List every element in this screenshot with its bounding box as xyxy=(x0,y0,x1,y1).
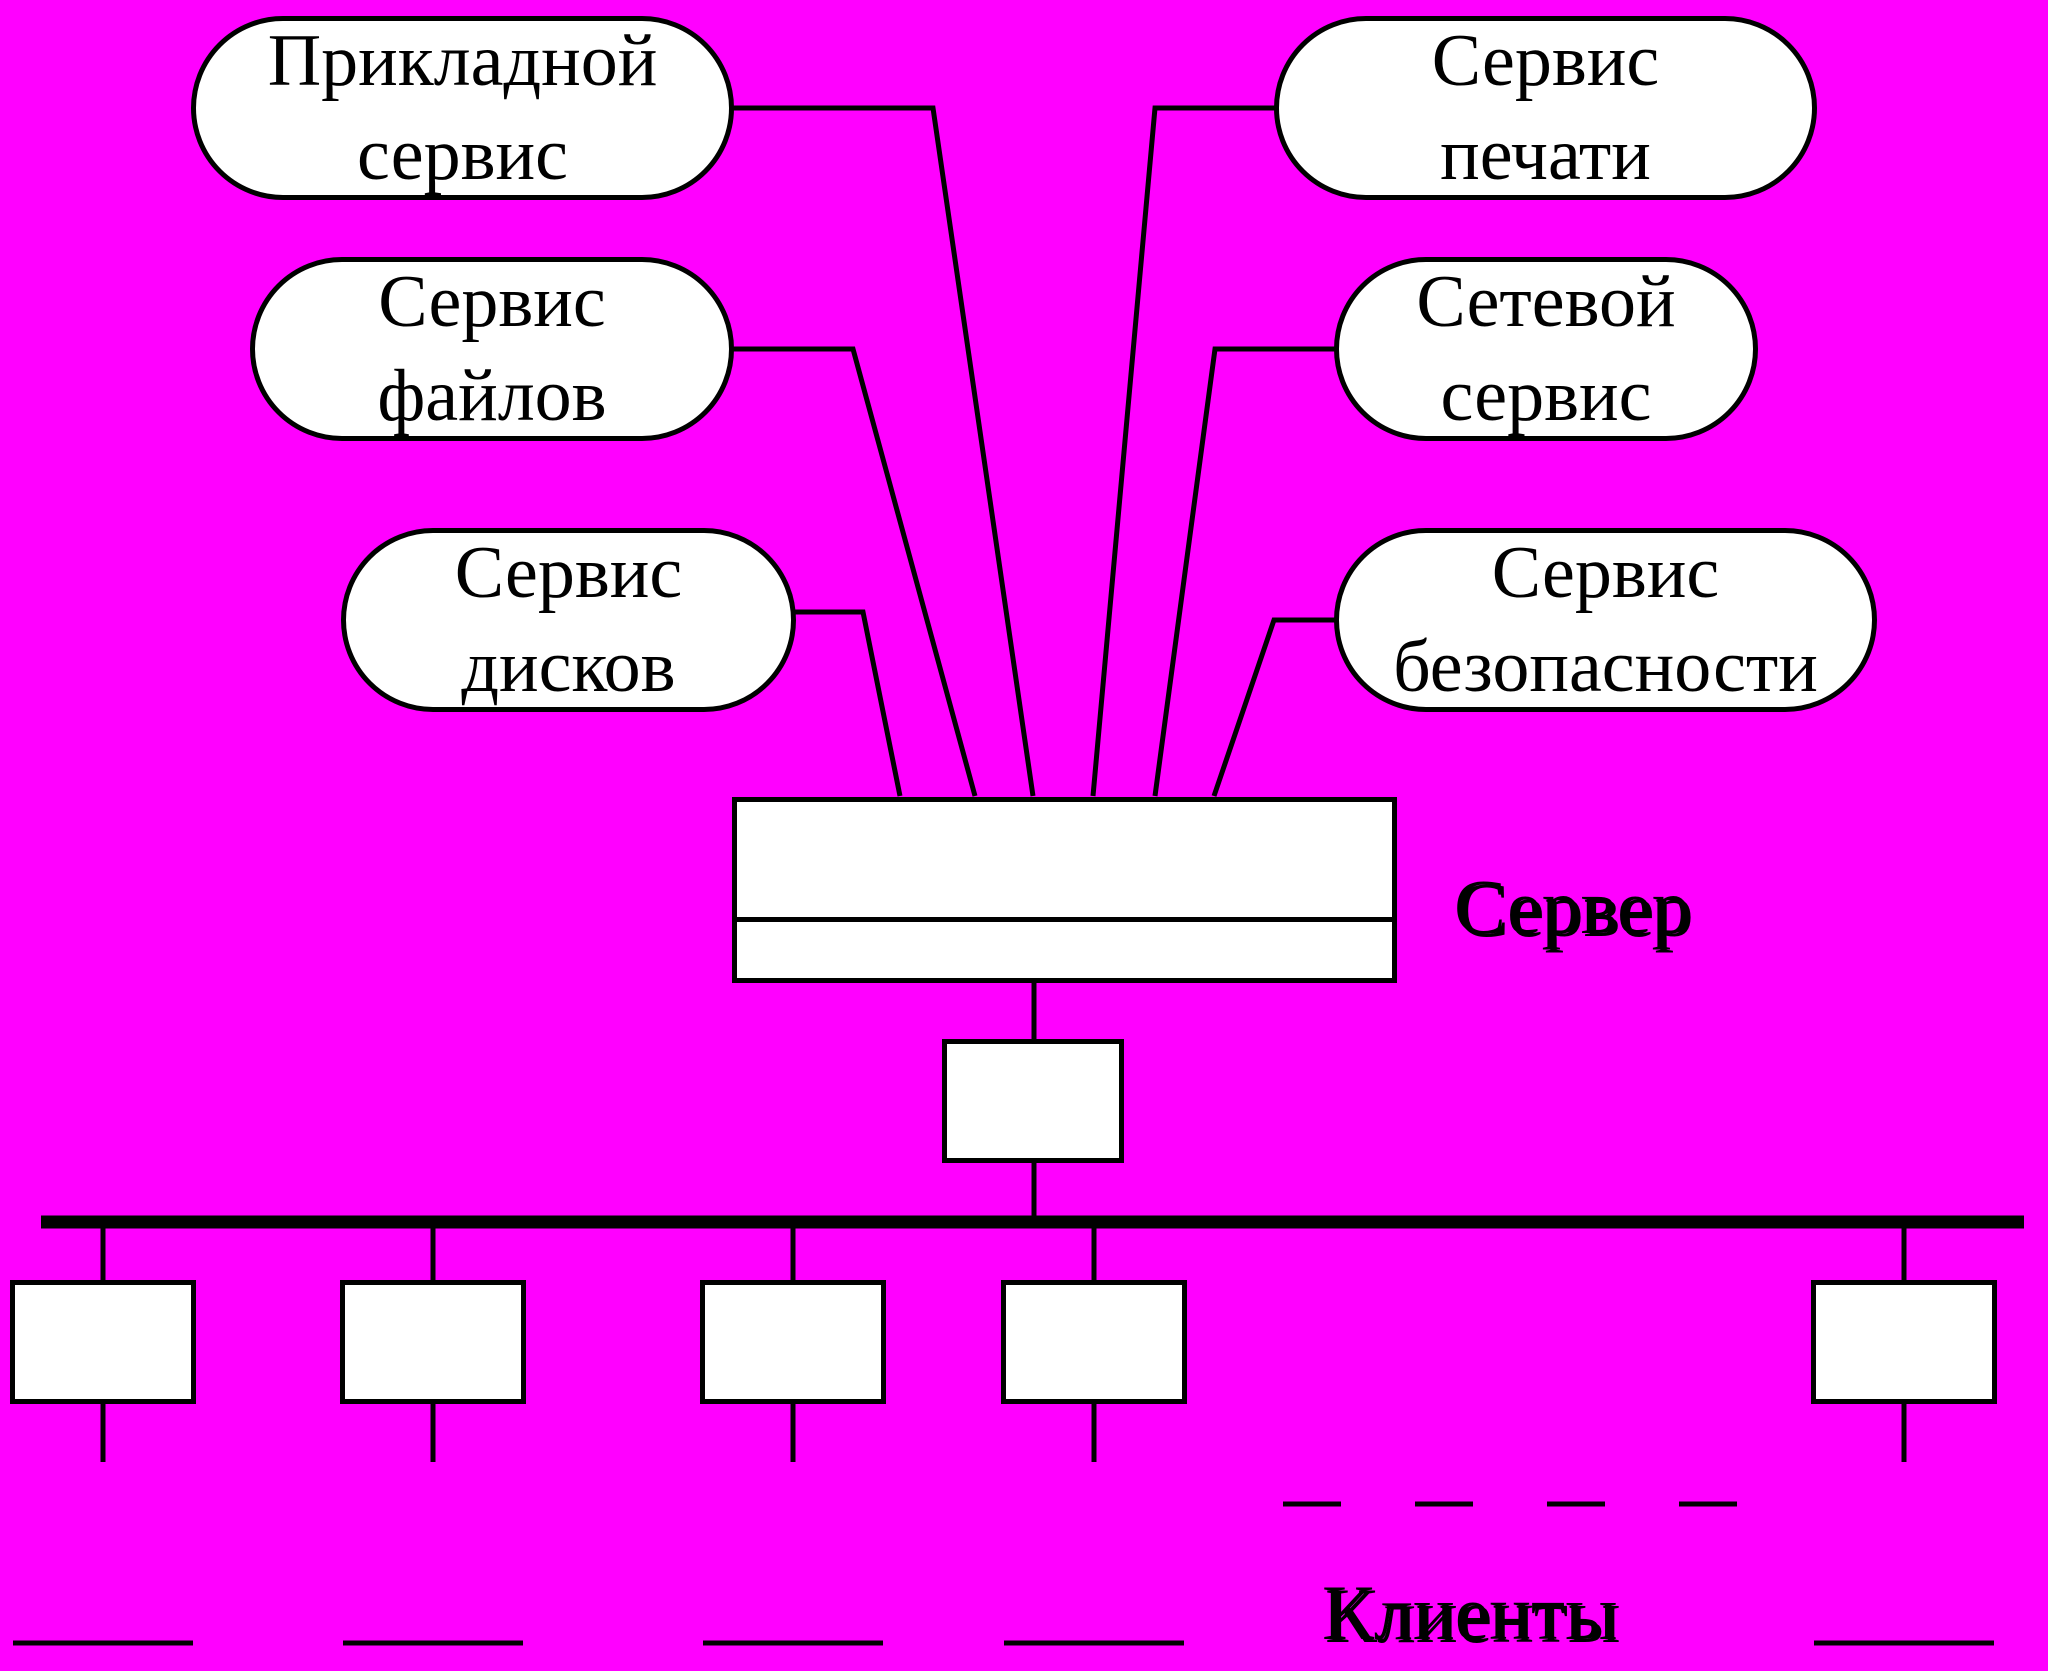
disk-service-label-line1: Сервис xyxy=(454,532,683,614)
security-service-connector xyxy=(1211,617,1336,797)
network-adapter-box xyxy=(942,1039,1124,1163)
client-box xyxy=(700,1280,886,1404)
disk-service-node: Сервис дисков xyxy=(341,528,796,712)
file-service-connector xyxy=(732,346,978,797)
file-service-label-line1: Сервис xyxy=(378,261,606,343)
security-service-node: Сервис безопасности xyxy=(1334,528,1877,712)
network-service-label-line2: сервис xyxy=(1440,355,1652,437)
network-service-node: Сетевой сервис xyxy=(1334,257,1758,441)
print-service-label-line1: Сервис xyxy=(1431,20,1660,102)
security-service-label-line2: безопасности xyxy=(1393,626,1818,708)
client-box xyxy=(1001,1280,1187,1404)
server-divider xyxy=(732,917,1397,922)
print-service-connector xyxy=(1090,105,1276,797)
network-service-connector xyxy=(1152,346,1336,797)
disk-service-connector xyxy=(794,609,903,797)
server-label: Сервер xyxy=(1454,863,1691,950)
application-service-node: Прикладной сервис xyxy=(191,16,734,200)
client-box xyxy=(1811,1280,1997,1404)
application-service-label-line2: сервис xyxy=(357,114,568,196)
file-service-label-line2: файлов xyxy=(377,355,607,437)
client-box xyxy=(340,1280,526,1404)
print-service-label-line2: печати xyxy=(1440,114,1651,196)
clients-label: Клиенты xyxy=(1322,1569,1618,1656)
file-service-node: Сервис файлов xyxy=(250,257,734,441)
client-box xyxy=(10,1280,196,1404)
security-service-label-line1: Сервис xyxy=(1491,532,1720,614)
disk-service-label-line2: дисков xyxy=(461,626,676,708)
application-service-connector xyxy=(732,105,1036,797)
application-service-label-line1: Прикладной xyxy=(267,20,658,102)
network-service-label-line1: Сетевой xyxy=(1416,261,1676,343)
server-box xyxy=(732,797,1397,983)
print-service-node: Сервис печати xyxy=(1274,16,1817,200)
